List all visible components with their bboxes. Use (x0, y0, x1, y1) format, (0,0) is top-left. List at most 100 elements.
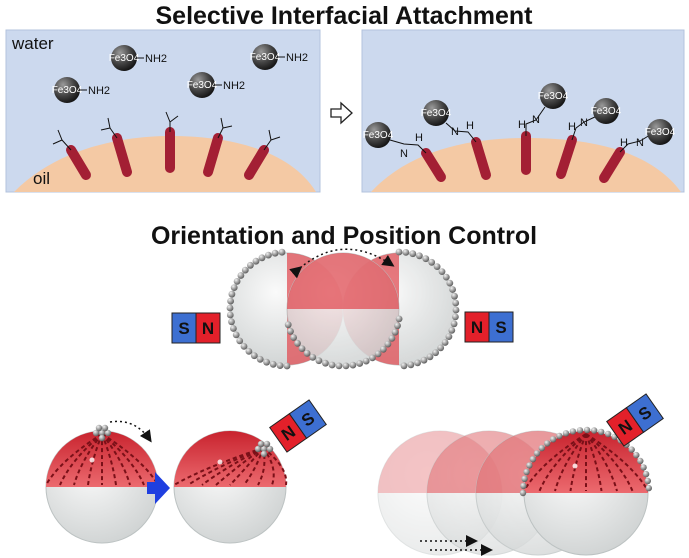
nanoparticle-bead (452, 306, 460, 314)
nanoparticle-bead (226, 304, 234, 312)
meridian-line (73, 433, 103, 486)
imine-link (389, 139, 427, 154)
translation-sequence (377, 426, 652, 556)
magnet-north-label: N (202, 319, 214, 338)
nanoparticle-bead (278, 248, 286, 256)
meridian-line (585, 433, 649, 492)
nanoparticle-bead (258, 254, 266, 262)
nanoparticle-bead (445, 333, 453, 340)
nanoparticle-bead (441, 339, 449, 346)
nanoparticle-bead (452, 299, 460, 307)
nanoparticle-bead (395, 248, 403, 256)
nanoparticle-bead (523, 468, 530, 476)
nanoparticle-bead (432, 349, 439, 357)
nanoparticle-bead (529, 456, 537, 463)
fe3o4-particle: Fe3O4 (538, 83, 569, 109)
nanoparticle-bead (569, 428, 577, 435)
fe3o4-particle: Fe3O4 (421, 100, 452, 126)
nanoparticle-beads-right (395, 248, 460, 370)
heading-orientation-control: Orientation and Position Control (151, 222, 537, 250)
svg-text:NH2: NH2 (145, 53, 167, 65)
svg-text:H: H (415, 132, 423, 144)
nanoparticle-bead (452, 313, 459, 321)
nanoparticle-bead (604, 430, 612, 438)
meridian-line (585, 433, 618, 492)
nanoparticle-bead (437, 344, 445, 352)
nanoparticle-bead (309, 353, 317, 361)
nanoparticle-bead (232, 331, 240, 339)
nanoparticle-bead (433, 263, 441, 270)
fe3o4-particle: Fe3O4 (645, 119, 676, 145)
nanoparticle-bead (394, 322, 401, 330)
meridian-line (45, 433, 103, 486)
janus-sphere-final (523, 430, 649, 556)
magnet-north-label: N (471, 318, 483, 337)
nanoparticle-bead (226, 311, 234, 319)
magnet-left: S N (171, 312, 221, 344)
nanoparticle-bead (322, 359, 329, 367)
nanoparticle-bead (562, 430, 570, 437)
meridian-line (101, 433, 145, 486)
magnet-tilted-right: N S (606, 393, 664, 447)
nanoparticle-bead (642, 470, 650, 478)
nanoparticle-bead (598, 428, 605, 436)
svg-text:Fe3O4: Fe3O4 (363, 130, 394, 141)
nanoparticle-bead (284, 321, 292, 329)
svg-text:N: N (636, 137, 644, 149)
nanoparticle-bead (400, 362, 408, 370)
nanoparticle-bead (236, 337, 244, 345)
svg-text:N: N (451, 126, 459, 138)
fe3o4-particle: Fe3O4 (591, 98, 622, 124)
nanoparticle-bead (628, 446, 635, 453)
nanoparticle-bead (426, 353, 434, 361)
nanoparticle-bead (391, 328, 399, 336)
fe3o4-particle: Fe3O4 NH2 (187, 72, 245, 98)
nanoparticle-bead (92, 429, 100, 437)
svg-text:Fe3O4: Fe3O4 (591, 106, 622, 117)
nanoparticle-bead (265, 251, 272, 259)
panel-after-attachment: H N H N H N H N H N Fe3O4 Fe3O4 Fe3O4 Fe… (361, 29, 685, 193)
nanoparticle-bead (245, 348, 253, 355)
nanoparticle-bead (104, 429, 112, 437)
meridian-line (585, 433, 634, 492)
svg-text:N: N (400, 148, 408, 160)
rod (112, 133, 132, 177)
rod (244, 145, 269, 180)
nanoparticle-bead (283, 362, 291, 370)
nanoparticle-bead (240, 343, 248, 350)
nanoparticle-bead (402, 249, 410, 256)
nanoparticle-bead (269, 360, 277, 368)
nanoparticle-bead (407, 361, 415, 369)
svg-text:N: N (532, 114, 540, 126)
rod (421, 148, 446, 182)
svg-text:H: H (518, 119, 526, 131)
meridian-line (59, 433, 103, 486)
nanoparticle-bead (526, 462, 533, 469)
nanoparticle-bead (420, 356, 428, 364)
nanoparticle-bead (328, 361, 336, 369)
aldehyde-group (165, 111, 179, 132)
nanoparticle-bead (247, 261, 254, 269)
nanoparticle-bead (298, 345, 306, 352)
nanoparticle-bead (544, 440, 551, 447)
svg-text:H: H (568, 121, 576, 133)
aldehyde-group (52, 129, 72, 151)
aldehyde-group (100, 117, 118, 139)
nanoparticle-bead (263, 440, 271, 448)
nanoparticle-bead (294, 339, 301, 347)
nanoparticle-bead (101, 424, 109, 432)
transition-arrow-blue (147, 472, 170, 504)
magnet-south-label: S (178, 319, 189, 338)
nanoparticle-bead (640, 464, 647, 471)
nanoparticle-bead (252, 257, 260, 265)
nanoparticle-bead (290, 334, 297, 341)
nanoparticle-bead (356, 360, 364, 367)
nanoparticle-bead (388, 335, 396, 342)
nanoparticle-bead (228, 318, 235, 326)
rod (599, 147, 625, 183)
meridian-line (538, 433, 587, 492)
nanoparticle-bead (422, 255, 430, 263)
svg-text:Fe3O4: Fe3O4 (52, 85, 83, 96)
nanoparticle-bead (644, 477, 651, 485)
meridian-line (585, 433, 603, 492)
